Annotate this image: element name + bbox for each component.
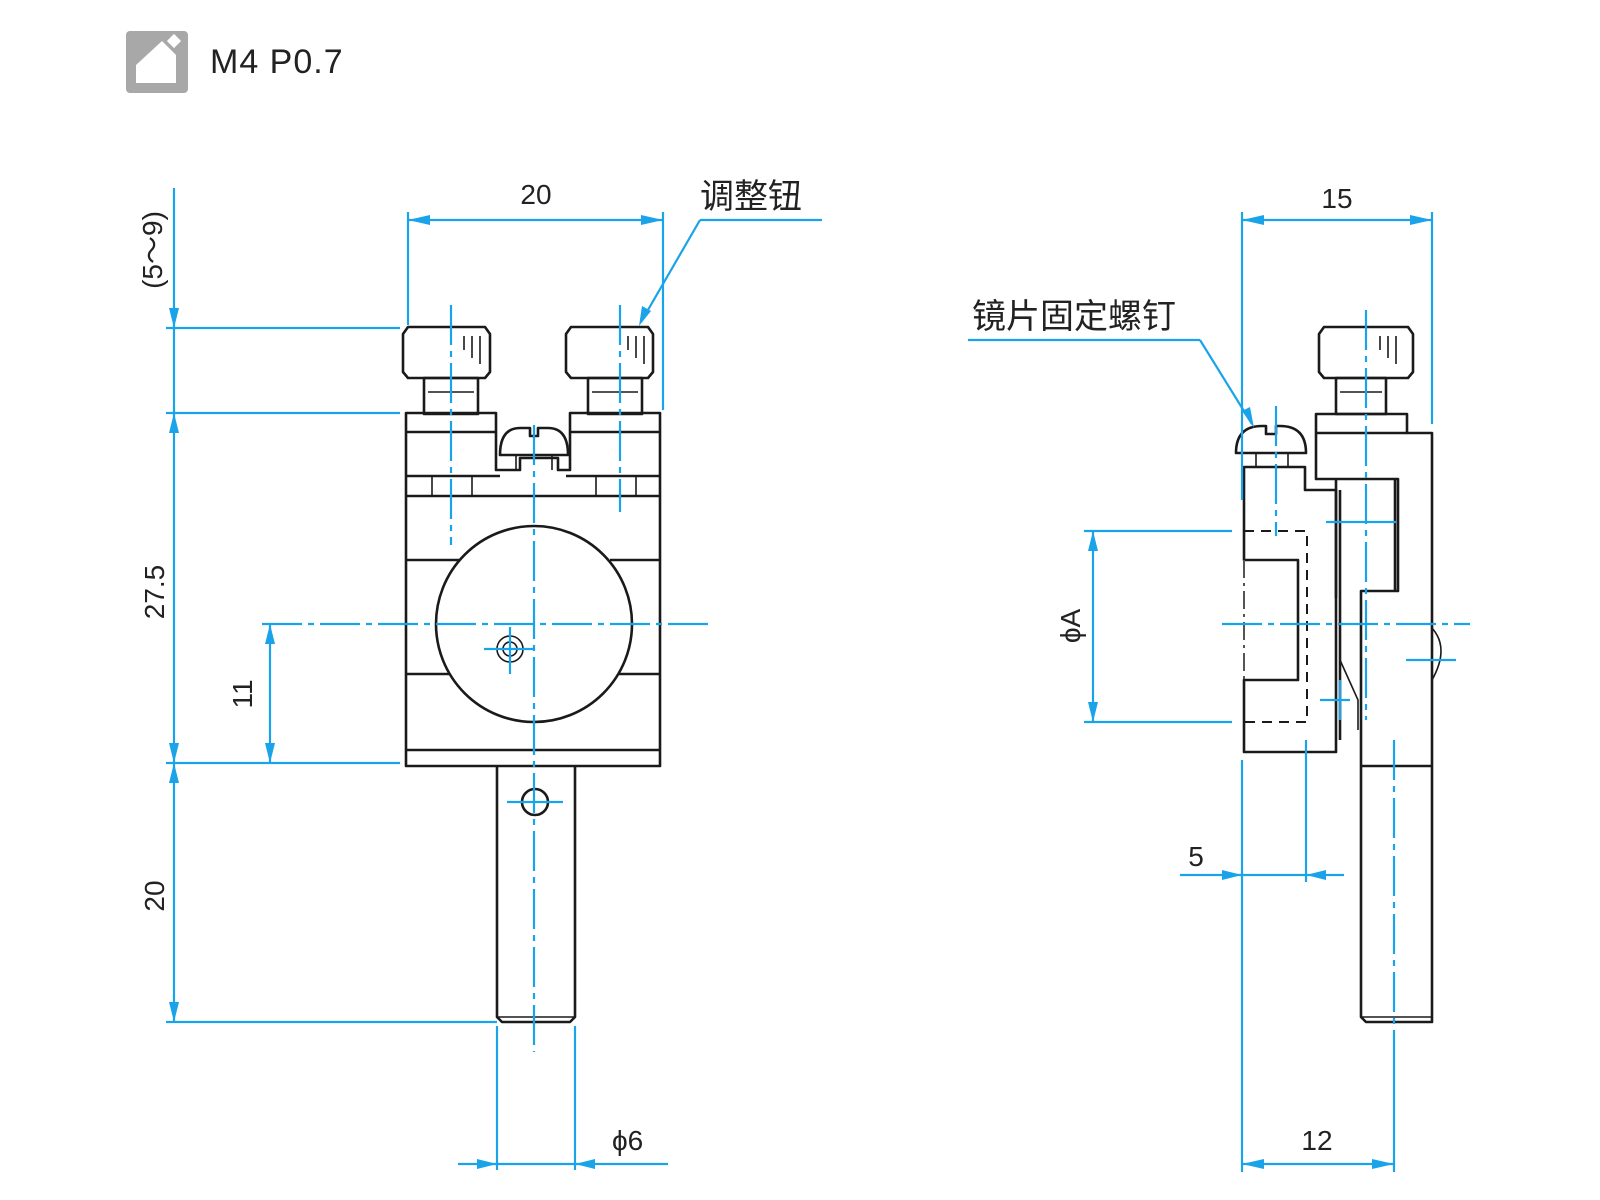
thread-spec-header: M4 P0.7 <box>126 30 344 94</box>
dim-aperture-label: ϕA <box>1055 608 1086 643</box>
side-main-body <box>1314 412 1434 1024</box>
dim-width-label: 20 <box>520 179 551 210</box>
dim-post-diameter-label: ϕ6 <box>612 1125 643 1156</box>
mount-body <box>404 411 662 768</box>
dim-knob-travel-label: (5～9) <box>137 211 168 289</box>
dim-center-height-label: 11 <box>227 679 258 708</box>
callout-lens-screw: 镜片固定螺钉 <box>972 297 1176 337</box>
target-mark <box>484 627 533 674</box>
adjust-knob-left <box>401 325 492 416</box>
thread-tap-icon <box>126 31 188 93</box>
callout-adjust-knob: 调整钮 <box>700 177 802 217</box>
thread-spec-label: M4 P0.7 <box>210 42 344 81</box>
dim-post-offset-label: 12 <box>1301 1125 1332 1156</box>
dim-body-height-label: 27.5 <box>139 565 170 620</box>
dim-post-length-label: 20 <box>139 880 170 911</box>
side-view: 15 镜片固定螺钉 ϕA 5 12 <box>968 183 1470 1172</box>
lens-holder-plate <box>1242 465 1338 754</box>
mount-post <box>495 766 577 1024</box>
lens-screw-side <box>1234 424 1308 467</box>
adjust-knob-right <box>564 325 655 416</box>
dim-offset-label: 5 <box>1188 841 1204 872</box>
front-view: 20 调整钮 (5～9) 27.5 20 11 ϕ6 <box>137 177 822 1170</box>
dim-depth-label: 15 <box>1321 183 1352 214</box>
